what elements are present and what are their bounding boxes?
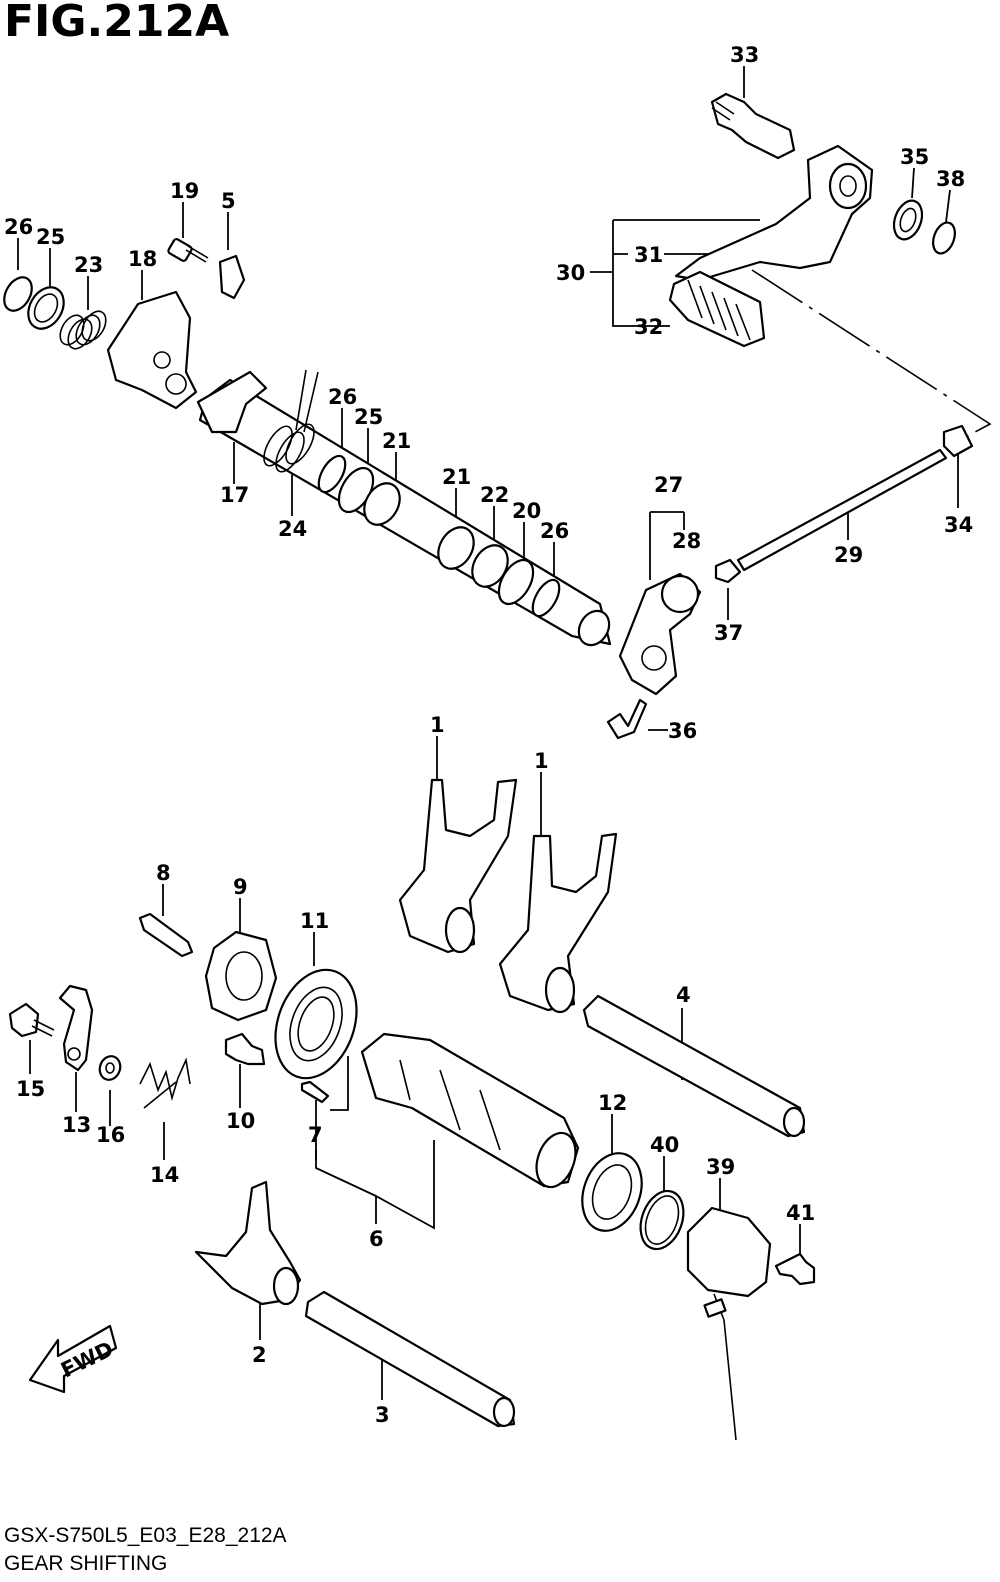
shift-drum-assembly [138, 912, 806, 1251]
callout-7: 7 [308, 1123, 323, 1147]
callout-31: 31 [634, 243, 663, 267]
callout-41: 41 [786, 1201, 815, 1225]
callout-3: 3 [375, 1403, 390, 1427]
callout-26-shaft-a: 26 [328, 385, 357, 409]
callout-36: 36 [668, 719, 697, 743]
callout-21-a: 21 [382, 429, 411, 453]
leader-lines [17, 66, 992, 1400]
fwd-direction-badge: FWD [28, 1324, 117, 1394]
callout-25-shaft: 25 [354, 405, 383, 429]
callout-26-shaft-b: 26 [540, 519, 569, 543]
callout-19: 19 [170, 179, 199, 203]
callout-2: 2 [252, 1343, 267, 1367]
callout-24: 24 [278, 517, 307, 541]
callout-39: 39 [706, 1155, 735, 1179]
callout-21-b: 21 [442, 465, 471, 489]
callout-26-left: 26 [4, 215, 33, 239]
callout-4: 4 [676, 983, 691, 1007]
figure-title: FIG.212A [4, 0, 230, 47]
callout-37: 37 [714, 621, 743, 645]
callout-38: 38 [936, 167, 965, 191]
callout-6: 6 [369, 1227, 384, 1251]
callout-17: 17 [220, 483, 249, 507]
callout-29: 29 [834, 543, 863, 567]
figure-name: GEAR SHIFTING [4, 1552, 168, 1575]
callout-1-lower: 1 [534, 749, 549, 773]
callout-16: 16 [96, 1123, 125, 1147]
callout-labels: 1 1 2 3 4 5 6 7 8 9 10 11 12 13 14 15 16… [4, 43, 973, 1427]
callout-33: 33 [730, 43, 759, 67]
callout-10: 10 [226, 1109, 255, 1133]
callout-30: 30 [556, 261, 585, 285]
callout-40: 40 [650, 1133, 679, 1157]
callout-15: 15 [16, 1077, 45, 1101]
shift-pedal-assembly [606, 92, 974, 740]
callout-20: 20 [512, 499, 541, 523]
callout-25-left: 25 [36, 225, 65, 249]
figure-code: GSX-S750L5_E03_E28_212A [4, 1524, 287, 1547]
callout-28: 28 [672, 529, 701, 553]
callout-9: 9 [233, 875, 248, 899]
callout-35: 35 [900, 145, 929, 169]
callout-5: 5 [221, 189, 236, 213]
lower-parts [194, 1180, 816, 1441]
stopper-parts [8, 984, 191, 1109]
callout-27: 27 [654, 473, 683, 497]
callout-8: 8 [156, 861, 171, 885]
callout-23: 23 [74, 253, 103, 277]
shift-shaft-assembly [3, 238, 612, 647]
callout-22: 22 [480, 483, 509, 507]
callout-11: 11 [300, 909, 329, 933]
callout-34: 34 [944, 513, 973, 537]
callout-13: 13 [62, 1113, 91, 1137]
callout-18: 18 [128, 247, 157, 271]
callout-14: 14 [150, 1163, 179, 1187]
callout-1-upper: 1 [430, 713, 445, 737]
callout-12: 12 [598, 1091, 627, 1115]
callout-32: 32 [634, 315, 663, 339]
shift-forks-upper [398, 778, 618, 1014]
